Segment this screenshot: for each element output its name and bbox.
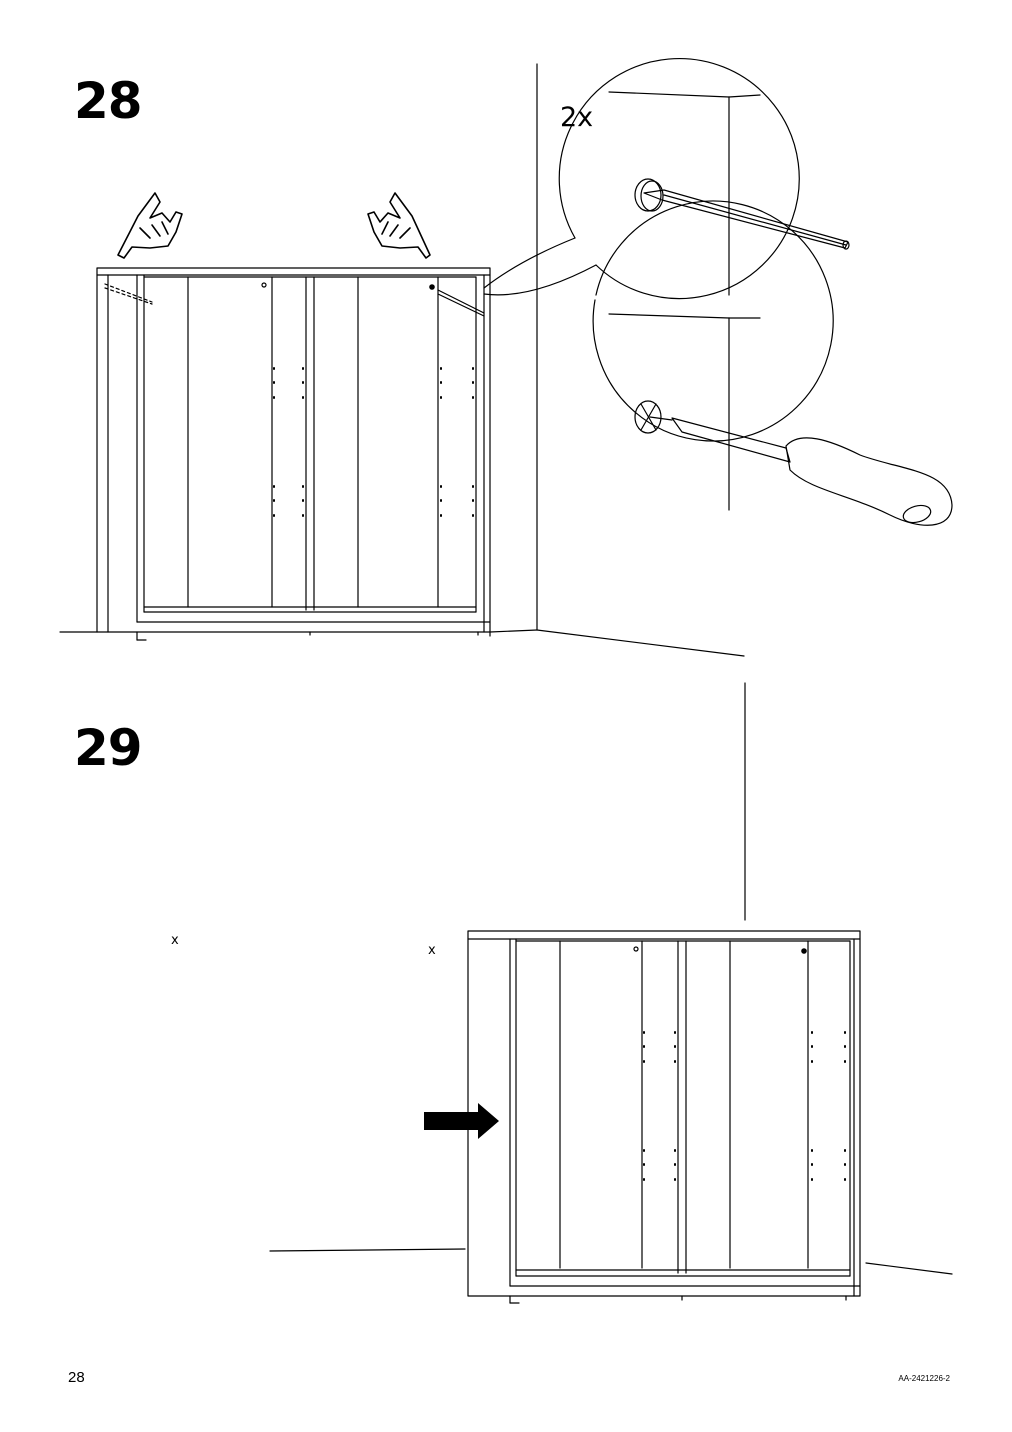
measure-mark: x [171,933,179,948]
awl-icon [643,189,850,250]
wall-corner-29 [269,682,953,1275]
screw-cap-icon [634,178,664,212]
detail-callout-screwdriver [592,200,834,511]
quantity-label: 2x [560,102,594,133]
cabinet-step-28 [96,267,491,641]
cabinet-step-29 [467,930,861,1304]
push-arrow-icon [424,1103,499,1139]
wall-corner-28 [59,63,745,657]
step-number-29: 29 [74,719,143,777]
screwdriver-icon [649,416,953,526]
pointing-hands-icon [117,192,431,259]
detail-callout-awl [483,58,800,300]
document-code: AA-2421226-2 [898,1374,950,1383]
step-number-28: 28 [74,72,143,130]
measure-mark: x [428,943,436,958]
page-number: 28 [68,1369,85,1386]
